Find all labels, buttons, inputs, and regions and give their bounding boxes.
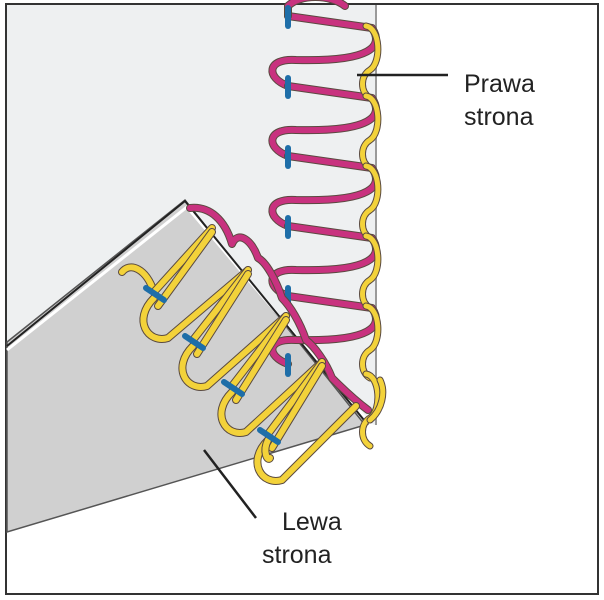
- needle-thread-left-3: [221, 379, 245, 397]
- label-left-side-line1: Lewa: [282, 508, 342, 536]
- label-right-side-line2: strona: [464, 103, 534, 131]
- yellow-loop-1: [140, 267, 251, 342]
- yellow-loop-rung-b-2: [194, 271, 251, 357]
- needle-thread-left-4: [257, 427, 281, 445]
- yellow-edge-loop-3: [360, 163, 381, 241]
- magenta-loop-entry: [285, 0, 348, 9]
- yellow-edge-tail: [367, 377, 386, 423]
- needle-thread-left-2: [182, 333, 206, 351]
- label-right-side-line1: Prawa: [464, 70, 535, 98]
- yellow-loop-end: [262, 437, 273, 462]
- yellow-loop-rung-b-4: [269, 363, 325, 451]
- needle-thread-left-1: [143, 285, 167, 303]
- yellow-edge-loop-5: [360, 303, 381, 381]
- yellow-loop-rung-b-1: [155, 229, 215, 309]
- yellow-edge-loop-1: [360, 23, 381, 101]
- yellow-loop-2: [179, 313, 289, 390]
- yellow-loop-start: [119, 264, 157, 295]
- yellow-loop-3: [218, 359, 325, 436]
- leader-line-left-side: [203, 449, 257, 519]
- fabric-fold-edge: [6, 199, 369, 426]
- yellow-edge-loop-2: [360, 93, 381, 171]
- overlock-stitches: [118, 0, 387, 485]
- yellow-loop-rung-b-3: [233, 317, 289, 403]
- label-left-side-line2: strona: [262, 541, 332, 569]
- magenta-fold-thread: [187, 204, 371, 413]
- yellow-edge-loop-4: [360, 233, 381, 311]
